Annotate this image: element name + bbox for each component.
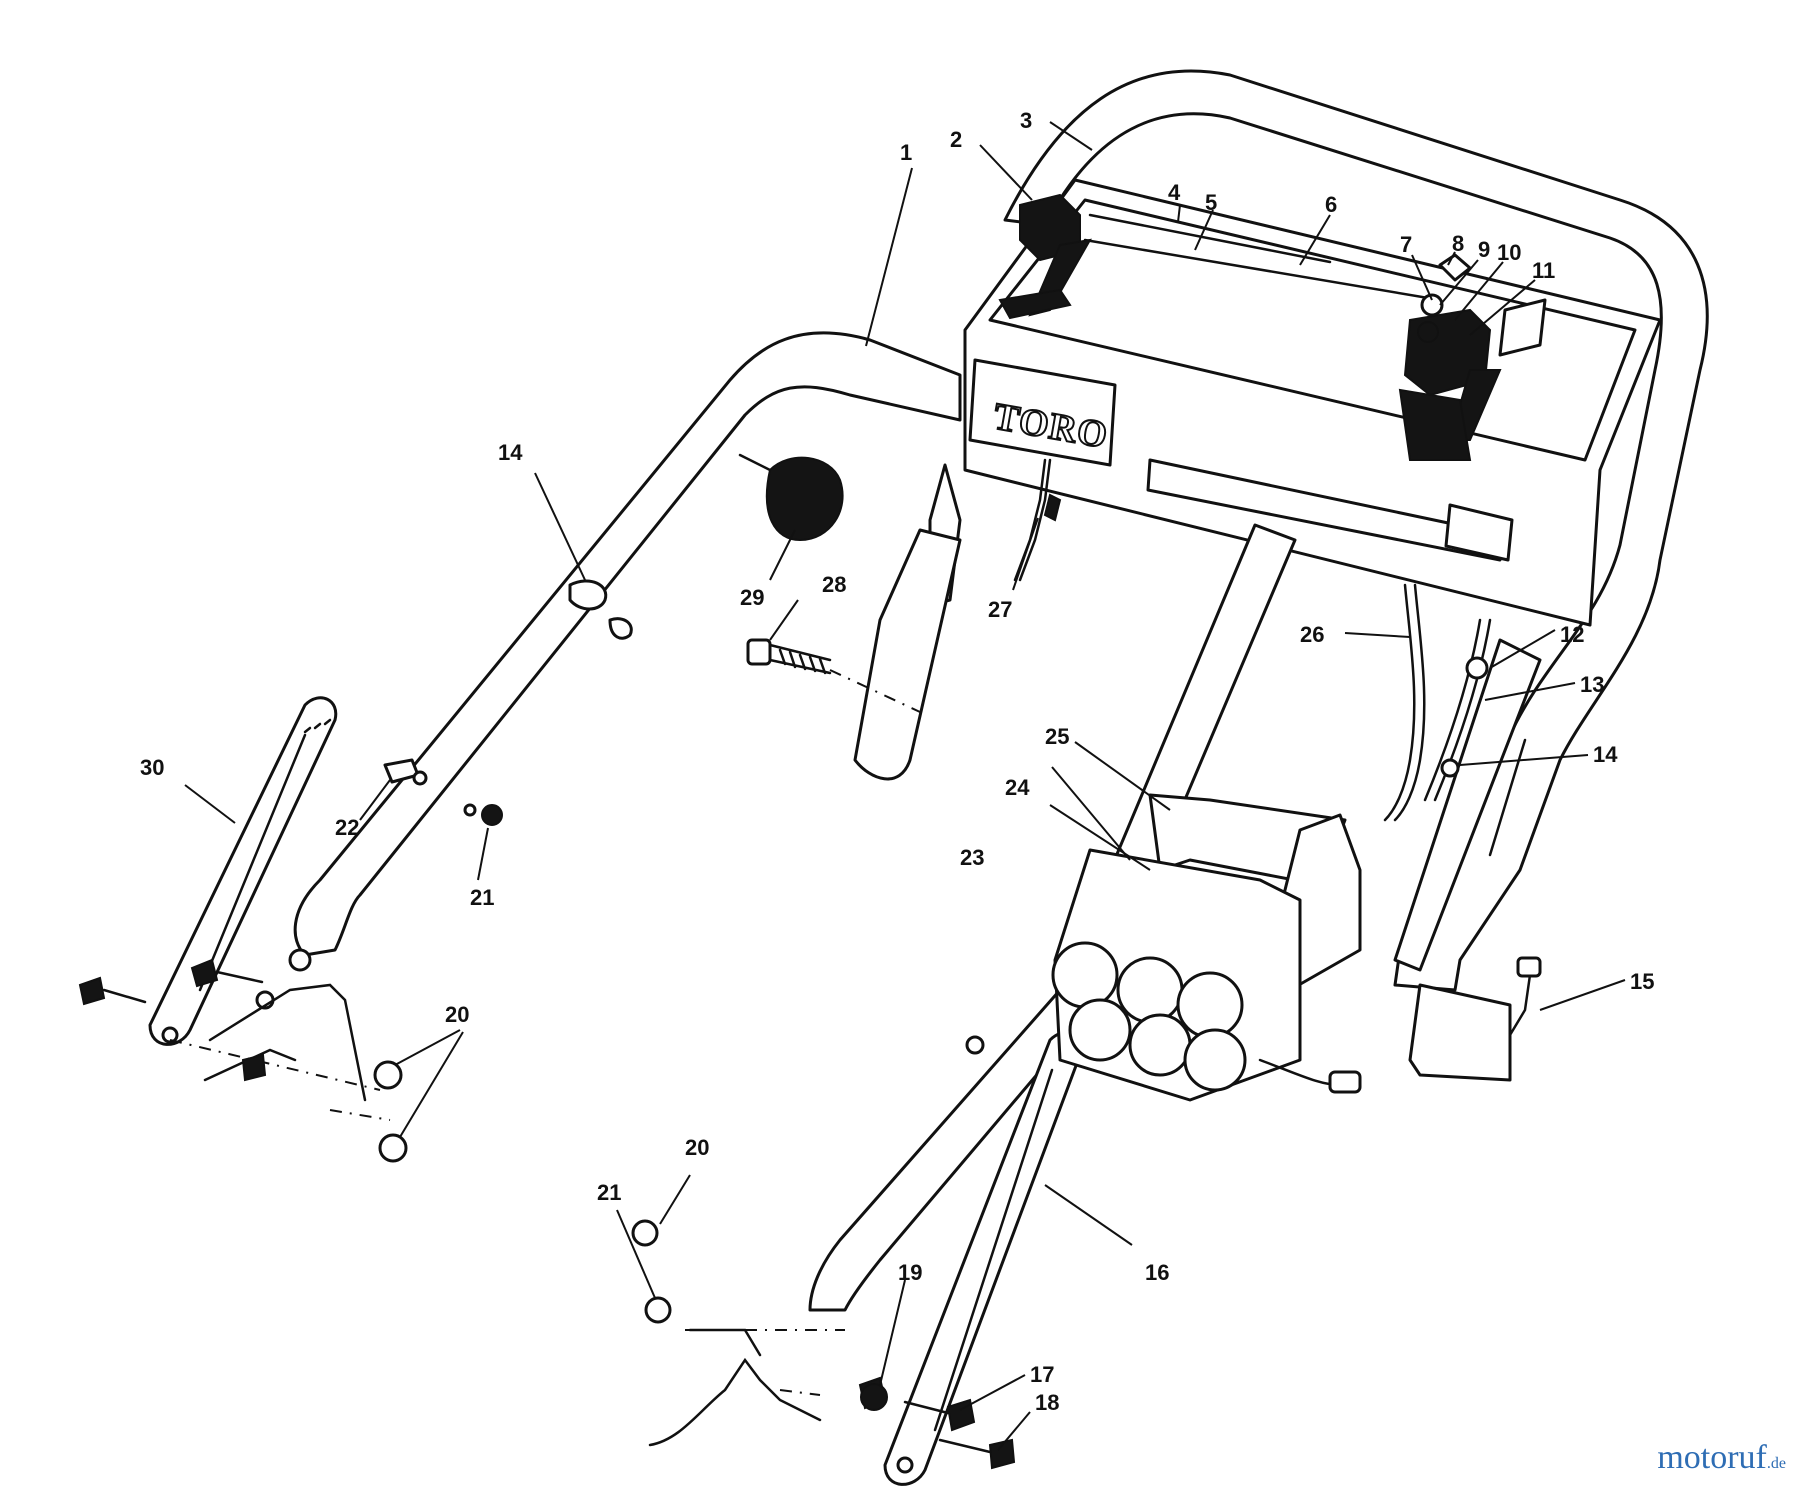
callout-30: 30 (140, 755, 164, 780)
bolt (746, 638, 921, 713)
callout-25: 25 (1045, 724, 1069, 749)
callout-15: 15 (1630, 969, 1654, 994)
callout-28: 28 (822, 572, 846, 597)
leaders (184, 121, 1626, 1451)
callout-16: 16 (1145, 1260, 1169, 1285)
callout-17: 17 (1030, 1362, 1054, 1387)
wheel-bracket-right (648, 1328, 887, 1447)
callout-24: 24 (1005, 775, 1030, 800)
callout-14-right: 14 (1593, 742, 1618, 767)
callout-23: 23 (960, 845, 984, 870)
callout-26: 26 (1300, 622, 1324, 647)
watermark-tld: .de (1766, 1455, 1786, 1472)
right-switch-assembly (1398, 253, 1547, 461)
cables (1013, 458, 1492, 822)
callout-5: 5 (1205, 190, 1217, 215)
callout-11: 11 (1532, 258, 1555, 283)
wheel-bracket-left (169, 983, 391, 1121)
watermark: motoruf.de (1657, 1439, 1786, 1477)
callout-21-right: 21 (597, 1180, 621, 1205)
callout-20-right: 20 (685, 1135, 709, 1160)
callout-14-left: 14 (498, 440, 523, 465)
callout-12: 12 (1560, 622, 1584, 647)
side-bracket-left (148, 696, 338, 1046)
callout-22: 22 (335, 815, 359, 840)
callout-3: 3 (1020, 108, 1032, 133)
callout-1: 1 (900, 140, 912, 165)
callout-19: 19 (898, 1260, 922, 1285)
lower-handle-tube (1393, 638, 1542, 972)
main-handle (255, 331, 962, 1010)
callout-20-left: 20 (445, 1002, 469, 1027)
callout-4: 4 (1168, 180, 1181, 205)
callout-2: 2 (950, 127, 962, 152)
brand-plate: TORO (968, 358, 1117, 467)
callout-9: 9 (1478, 237, 1490, 262)
callout-27: 27 (988, 597, 1012, 622)
callout-13: 13 (1580, 672, 1604, 697)
callouts: 1 2 3 4 5 6 7 8 9 10 11 12 13 14 14 15 1… (140, 108, 1654, 1415)
battery (1408, 956, 1542, 1082)
callout-8: 8 (1452, 231, 1464, 256)
hardware (78, 579, 1489, 1470)
callout-7: 7 (1400, 232, 1412, 257)
callout-6: 6 (1325, 192, 1337, 217)
callout-10: 10 (1497, 240, 1521, 265)
battery-holder (1051, 793, 1362, 1102)
knob (738, 453, 844, 542)
watermark-main: motoruf (1657, 1439, 1767, 1476)
lower-handle-right (808, 523, 1297, 1312)
callout-18: 18 (1035, 1390, 1059, 1415)
left-switch (998, 193, 1092, 320)
callout-29: 29 (740, 585, 764, 610)
callout-21-left: 21 (470, 885, 494, 910)
